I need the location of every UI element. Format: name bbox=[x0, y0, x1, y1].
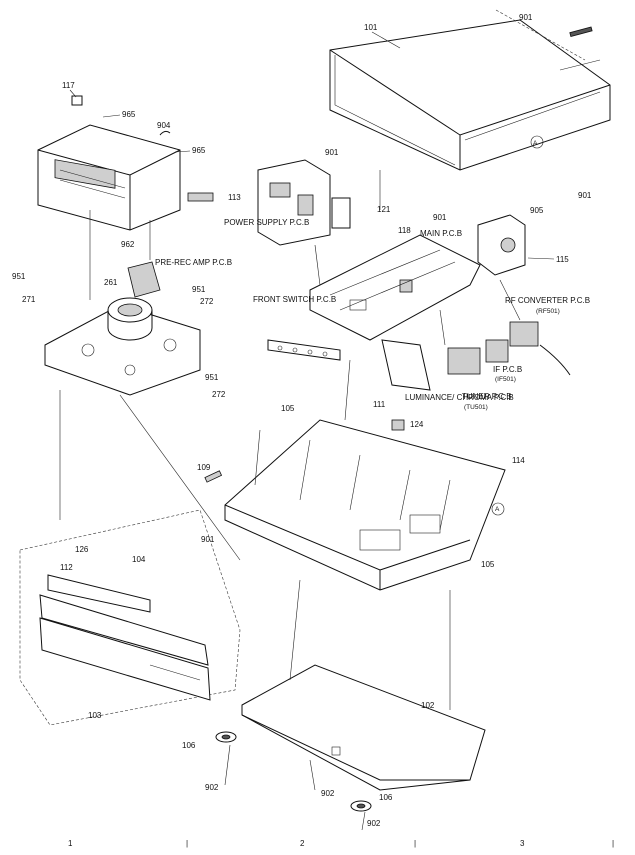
callout-105-b: 105 bbox=[481, 560, 495, 569]
foot-106-left bbox=[215, 731, 237, 743]
callout-109: 109 bbox=[197, 463, 211, 472]
callout-901-bracket: 901 bbox=[578, 191, 592, 200]
callout-901-front: 901 bbox=[201, 535, 215, 544]
callout-115: 115 bbox=[556, 255, 569, 264]
label-if-code: (IF501) bbox=[495, 376, 516, 383]
bottom-plate-102 bbox=[241, 664, 486, 791]
callout-902-c: 902 bbox=[367, 819, 381, 828]
callout-106-a: 106 bbox=[182, 741, 196, 750]
marker-a-bottom: A bbox=[495, 506, 500, 513]
label-tuner-code: (TU501) bbox=[464, 404, 488, 411]
label-luminance-chroma-pcb: LUMINANCE/ CHROMA P.C.B bbox=[405, 393, 514, 402]
callout-114: 114 bbox=[512, 456, 525, 465]
callout-962: 962 bbox=[121, 240, 135, 249]
top-cover-101 bbox=[329, 9, 611, 171]
bracket-115 bbox=[477, 214, 526, 276]
rf-converter-pcb bbox=[509, 321, 571, 376]
callout-104: 104 bbox=[132, 555, 146, 564]
footer-mark-3: 2 bbox=[300, 839, 305, 848]
callout-111: 111 bbox=[373, 400, 386, 409]
label-front-switch-pcb: FRONT SWITCH P.C.B bbox=[253, 295, 336, 304]
callout-117: 117 bbox=[62, 81, 75, 90]
label-if-pcb: IF P.C.B bbox=[493, 365, 522, 374]
tuner-pcb bbox=[447, 347, 481, 375]
callout-105-a: 105 bbox=[281, 404, 295, 413]
deck-chassis-top bbox=[37, 95, 214, 231]
footer-mark-1: 1 bbox=[68, 839, 73, 848]
main-pcb bbox=[309, 234, 481, 341]
callout-901-main: 901 bbox=[433, 213, 447, 222]
power-supply-pcb bbox=[257, 159, 351, 246]
luminance-chroma-pcb bbox=[381, 339, 431, 391]
callout-272-a: 272 bbox=[200, 297, 214, 306]
front-panel bbox=[39, 574, 211, 701]
callout-965-a: 965 bbox=[122, 110, 136, 119]
callout-101: 101 bbox=[364, 23, 378, 32]
callout-106-b: 106 bbox=[379, 793, 393, 802]
callout-118: 118 bbox=[398, 226, 411, 235]
callout-121: 121 bbox=[377, 205, 391, 214]
front-switch-pcb bbox=[267, 339, 341, 361]
callout-901-top: 901 bbox=[519, 13, 533, 22]
label-power-supply-pcb: POWER SUPPLY P.C.B bbox=[224, 218, 309, 227]
callout-272-b: 272 bbox=[212, 390, 226, 399]
callout-951-c: 951 bbox=[205, 373, 219, 382]
callout-102: 102 bbox=[421, 701, 435, 710]
callout-951-a: 951 bbox=[12, 272, 26, 281]
callout-965-b: 965 bbox=[192, 146, 206, 155]
foot-106-right bbox=[350, 800, 372, 812]
footer-mark-2: | bbox=[186, 839, 188, 848]
pre-rec-amp-pcb bbox=[127, 261, 161, 298]
main-chassis bbox=[224, 419, 506, 591]
callout-261: 261 bbox=[104, 278, 118, 287]
callout-951-b: 951 bbox=[192, 285, 206, 294]
label-main-pcb: MAIN P.C.B bbox=[420, 229, 462, 238]
marker-a-top: A bbox=[533, 140, 538, 147]
callout-103: 103 bbox=[88, 711, 102, 720]
callout-271: 271 bbox=[22, 295, 36, 304]
callout-905: 905 bbox=[530, 206, 544, 215]
callout-112: 112 bbox=[60, 563, 73, 572]
callout-124: 124 bbox=[410, 420, 424, 429]
callout-126: 126 bbox=[75, 545, 89, 554]
callout-904: 904 bbox=[157, 121, 171, 130]
if-pcb bbox=[485, 339, 509, 363]
tape-mechanism bbox=[44, 297, 201, 396]
label-rf-code: (RF501) bbox=[536, 308, 560, 315]
label-tuner-pcb: TUNER P.C.B bbox=[462, 392, 512, 401]
callout-113: 113 bbox=[228, 193, 241, 202]
footer-mark-6: | bbox=[612, 839, 614, 848]
callout-902-b: 902 bbox=[321, 789, 335, 798]
footer-mark-5: 3 bbox=[520, 839, 525, 848]
callout-902-a: 902 bbox=[205, 783, 219, 792]
label-pre-rec-amp-pcb: PRE-REC AMP P.C.B bbox=[155, 258, 232, 267]
footer-mark-4: | bbox=[414, 839, 416, 848]
label-rf-converter-pcb: RF CONVERTER P.C.B bbox=[505, 296, 590, 305]
callout-901-ps: 901 bbox=[325, 148, 339, 157]
